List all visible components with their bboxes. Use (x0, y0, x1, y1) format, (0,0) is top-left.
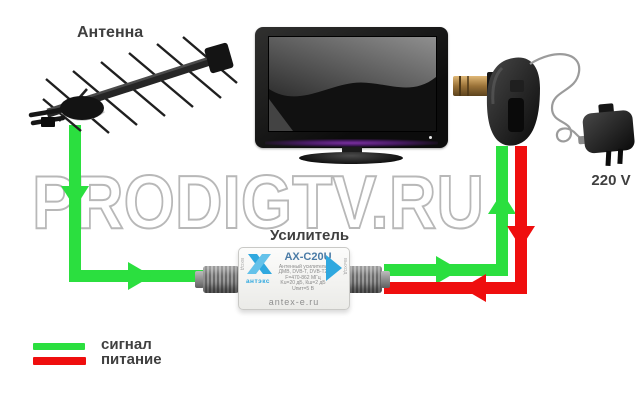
arrow-right-icon (128, 262, 152, 290)
adapter-body (582, 110, 635, 154)
antenna-matching-box (60, 96, 104, 120)
amplifier-output-connector (346, 266, 382, 293)
brand-x-icon (247, 254, 272, 274)
arrow-left-icon (462, 274, 486, 302)
injector-detail (510, 80, 524, 92)
legend-power-swatch (33, 357, 86, 365)
legend-signal-label: сигнал (101, 336, 152, 353)
watermark: PRODIGTV.RU (31, 159, 485, 245)
injector-slot (508, 98, 524, 132)
tv-screen (268, 36, 437, 132)
adapter-prong (605, 150, 612, 167)
antenna-rear-box (204, 42, 234, 74)
tv-power-led (429, 136, 432, 139)
voltage-label: 220 V (591, 172, 631, 189)
legend-power-label: питание (101, 351, 162, 368)
signal-direction-triangle-icon (326, 255, 342, 281)
antenna-label: Антенна (77, 24, 144, 41)
amplifier-input-connector (203, 266, 239, 293)
legend-signal-swatch (33, 343, 85, 350)
arrow-down-icon (61, 186, 89, 208)
arrow-down-icon (507, 226, 535, 248)
tv-reflection (269, 37, 436, 131)
power-cable (529, 53, 585, 143)
adapter-prong (617, 148, 624, 165)
injector-highlight (491, 66, 504, 105)
signal-line-amplifier-to-injector (384, 146, 516, 284)
coax-connector (453, 76, 495, 96)
tv-stand-base (299, 152, 403, 164)
brand-name: антэкс (245, 278, 271, 285)
power-injector-illustration (453, 53, 635, 167)
antenna-mount-box (41, 117, 55, 127)
tv-illustration (255, 27, 448, 148)
amplifier-model: AX-C20U (284, 251, 332, 263)
watermark-text: PRODIGTV.RU (32, 160, 484, 244)
amplifier-input-side-label: ВХОД (240, 258, 245, 271)
arrow-right-icon (436, 256, 460, 284)
spec-line: Антенный усилитель (278, 264, 328, 270)
spec-line: Uпит=5 В (292, 285, 314, 292)
amplifier-label: Усилитель (270, 227, 350, 244)
amplifier-specs: Антенный усилитель ДМВ, DVB-T, DVB-T2 F=… (275, 264, 331, 292)
amplifier-website: antex-e.ru (268, 297, 320, 307)
arrow-up-icon (488, 192, 516, 214)
tv-stand-neck (342, 147, 362, 155)
power-line-injector-to-amplifier (384, 146, 535, 302)
amplifier-output-tip (381, 271, 390, 288)
amplifier-input-tip (195, 271, 204, 288)
signal-line-antenna-to-amplifier (61, 125, 206, 290)
amplifier-device: антэкс AX-C20U Антенный усилитель ДМВ, D… (238, 247, 350, 310)
antenna-illustration (28, 36, 238, 134)
power-adapter-illustration (578, 103, 635, 167)
spec-line: ДМВ, DVB-T, DVB-T2 (278, 269, 328, 276)
spec-line: Ku=20 дБ, Кш=2 дБ (280, 280, 326, 287)
spec-line: F=470-862 МГц (285, 274, 321, 281)
tv-purple-glow (265, 139, 438, 147)
amplifier-output-side-label: ВЫХОД (343, 258, 348, 275)
